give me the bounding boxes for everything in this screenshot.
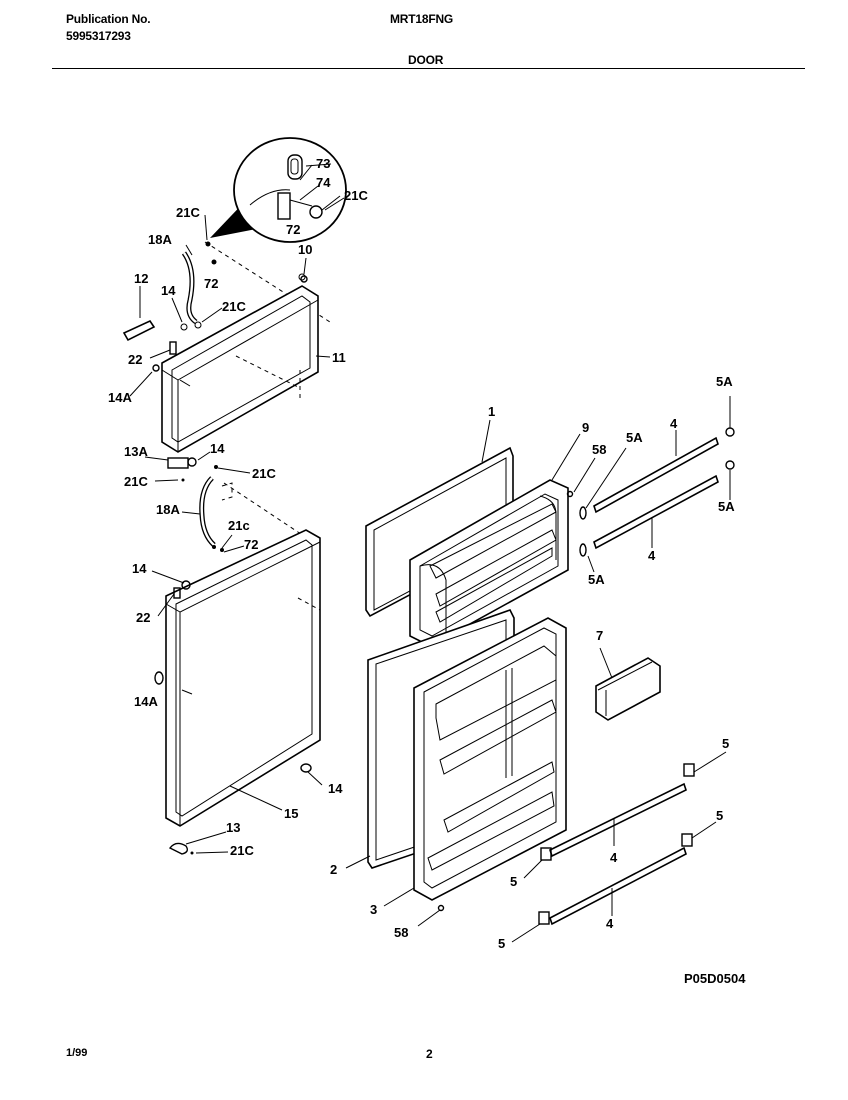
part-label-5a-d: 5A bbox=[588, 572, 605, 587]
part-label-4-b: 4 bbox=[648, 548, 656, 563]
publication-label: Publication No. bbox=[66, 12, 151, 26]
part-label-58-upper: 58 bbox=[592, 442, 606, 457]
part-label-14a-upper: 14A bbox=[108, 390, 132, 405]
part-label-7: 7 bbox=[596, 628, 603, 643]
hinge-13a bbox=[167, 457, 189, 469]
part-label-14-bottom: 14 bbox=[328, 781, 343, 796]
part-label-5-a: 5 bbox=[722, 736, 729, 751]
part-label-4-a: 4 bbox=[670, 416, 678, 431]
part-label-73: 73 bbox=[316, 156, 330, 171]
freezer-door-frame bbox=[161, 273, 319, 453]
part-label-21c-detail: 21C bbox=[344, 188, 368, 203]
part-label-13a: 13A bbox=[124, 444, 148, 459]
part-label-22-lower: 22 bbox=[136, 610, 150, 625]
part-label-1: 1 bbox=[488, 404, 495, 419]
part-label-5a-c: 5A bbox=[718, 499, 735, 514]
part-label-5-d: 5 bbox=[498, 936, 505, 951]
part-label-10: 10 bbox=[298, 242, 312, 257]
part-label-21c-a: 21C bbox=[176, 205, 200, 220]
part-label-58-lower: 58 bbox=[394, 925, 408, 940]
part-label-14-upper: 14 bbox=[161, 283, 176, 298]
part-label-13: 13 bbox=[226, 820, 240, 835]
part-label-5a-b: 5A bbox=[626, 430, 643, 445]
hole-plug bbox=[154, 671, 164, 685]
part-label-14-lower: 14 bbox=[132, 561, 147, 576]
dairy-door-7 bbox=[595, 657, 661, 721]
shelf-rail-upper-a bbox=[593, 436, 719, 514]
part-label-21c-lower: 21c bbox=[228, 518, 250, 533]
part-label-18a-lower: 18A bbox=[156, 502, 180, 517]
hinge-detail-callout bbox=[210, 137, 347, 243]
revision-date: 1/99 bbox=[66, 1047, 88, 1059]
bottom-hinge-13 bbox=[168, 842, 189, 855]
shelf-rail-upper-b bbox=[593, 474, 719, 550]
part-label-21c-c: 21C bbox=[252, 466, 276, 481]
part-label-5a-a: 5A bbox=[716, 374, 733, 389]
page-number: 2 bbox=[426, 1047, 433, 1061]
part-label-14a-lower: 14A bbox=[134, 694, 158, 709]
part-label-4-d: 4 bbox=[606, 916, 614, 931]
figure-code: P05D0504 bbox=[684, 971, 746, 986]
part-label-72-lower: 72 bbox=[244, 537, 258, 552]
part-label-5-c: 5 bbox=[510, 874, 517, 889]
part-label-9: 9 bbox=[582, 420, 589, 435]
part-label-21c-bottom: 21C bbox=[230, 843, 254, 858]
part-label-72-detail: 72 bbox=[286, 222, 300, 237]
part-label-3: 3 bbox=[370, 902, 377, 917]
publication-number: 5995317293 bbox=[66, 29, 131, 43]
part-label-21c-d: 21C bbox=[124, 474, 148, 489]
shelf-rail-lower-b bbox=[549, 846, 687, 926]
section-title: DOOR bbox=[408, 53, 444, 67]
part-label-5-b: 5 bbox=[716, 808, 723, 823]
nameplate bbox=[122, 319, 156, 342]
shelf-rail-lower-a bbox=[549, 782, 687, 858]
part-label-12: 12 bbox=[134, 271, 148, 286]
freezer-door-liner bbox=[409, 479, 569, 647]
fresh-food-door-frame bbox=[165, 529, 321, 827]
part-label-18a-upper: 18A bbox=[148, 232, 172, 247]
part-label-22-upper: 22 bbox=[128, 352, 142, 367]
part-label-11: 11 bbox=[332, 350, 346, 365]
part-label-2: 2 bbox=[330, 862, 337, 877]
part-label-21c-b: 21C bbox=[222, 299, 246, 314]
part-label-14-mid: 14 bbox=[210, 441, 225, 456]
header-rule bbox=[52, 68, 805, 69]
part-label-74: 74 bbox=[316, 175, 331, 190]
fresh-food-door-liner bbox=[413, 617, 567, 901]
part-label-72-upper: 72 bbox=[204, 276, 218, 291]
leader-lines bbox=[129, 163, 731, 943]
model-number: MRT18FNG bbox=[390, 12, 454, 26]
part-label-4-c: 4 bbox=[610, 850, 618, 865]
part-label-15: 15 bbox=[284, 806, 298, 821]
